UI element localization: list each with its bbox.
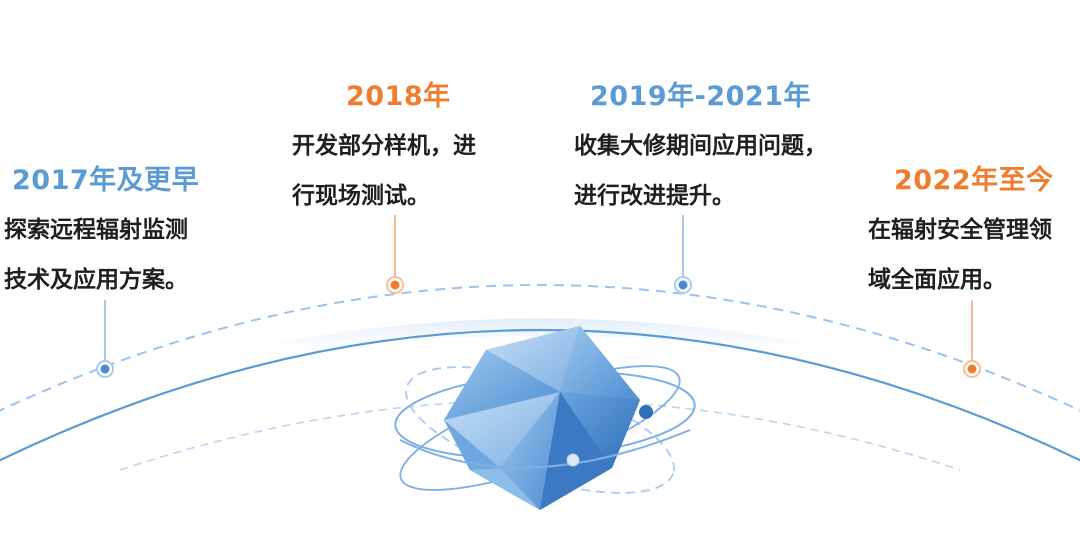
milestone-year: 2022年至今 xyxy=(894,165,1054,196)
milestone-year: 2018年 xyxy=(346,81,451,112)
description-line: 进行改进提升。 xyxy=(574,183,735,209)
outer-dashed-arc xyxy=(0,284,1080,412)
description-line: 开发部分样机，进 xyxy=(292,133,476,159)
timeline-dot xyxy=(963,360,981,378)
orbit-moon xyxy=(639,405,653,419)
milestone-description: 开发部分样机，进 行现场测试。 xyxy=(292,121,476,221)
description-line: 域全面应用。 xyxy=(868,267,1006,293)
description-line: 技术及应用方案。 xyxy=(4,267,188,293)
polyhedron-crystal-icon xyxy=(444,326,640,510)
timeline-dot xyxy=(386,276,404,294)
milestone-description: 收集大修期间应用问题， 进行改进提升。 xyxy=(574,121,827,221)
milestone-description: 探索远程辐射监测 技术及应用方案。 xyxy=(4,205,188,305)
description-line: 在辐射安全管理领 xyxy=(868,217,1052,243)
description-line: 收集大修期间应用问题， xyxy=(574,133,827,159)
timeline-dot xyxy=(674,276,692,294)
milestone-year: 2019年-2021年 xyxy=(590,81,811,112)
orbit-front-arc xyxy=(399,429,691,469)
timeline-dot xyxy=(96,360,114,378)
description-line: 探索远程辐射监测 xyxy=(4,217,188,243)
milestone-description: 在辐射安全管理领 域全面应用。 xyxy=(868,205,1052,305)
horizon-glow xyxy=(230,318,850,362)
milestone-year: 2017年及更早 xyxy=(12,165,200,196)
inner-arc xyxy=(0,329,1080,462)
description-line: 行现场测试。 xyxy=(292,183,430,209)
orbit-moon xyxy=(566,453,580,467)
